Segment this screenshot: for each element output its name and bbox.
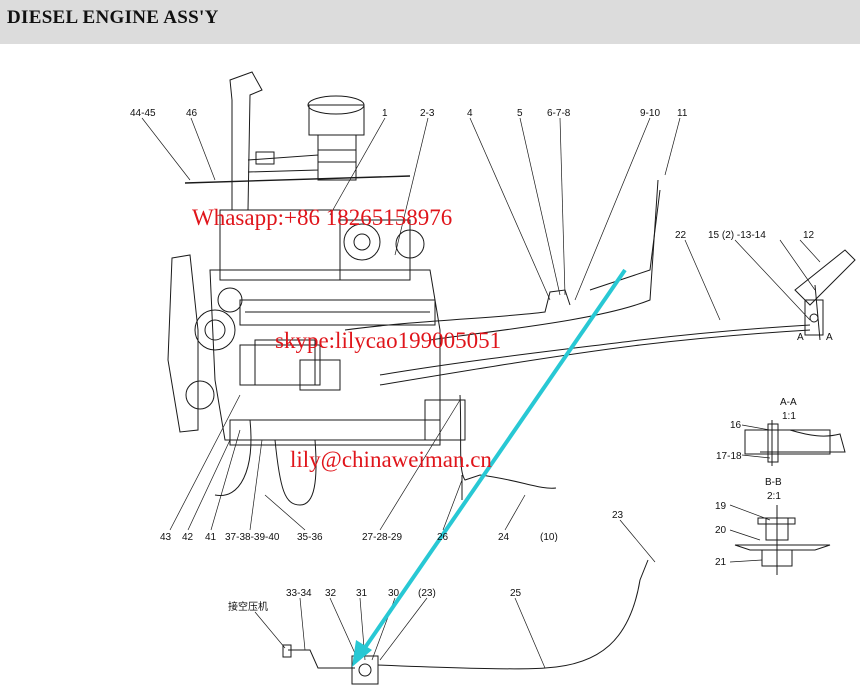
callout-1: 1 xyxy=(382,108,388,119)
callout-44-45: 44-45 xyxy=(130,108,156,119)
leader-lines xyxy=(141,117,821,669)
exhaust-pipe xyxy=(229,71,319,211)
callout-12: 12 xyxy=(803,230,815,241)
callout-32: 32 xyxy=(325,588,337,599)
callout-26: 26 xyxy=(437,532,449,543)
callout-17-18: 17-18 xyxy=(716,451,742,462)
page-header: DIESEL ENGINE ASS'Y xyxy=(0,0,860,44)
callout-41: 41 xyxy=(205,532,217,543)
compressor-label: 接空压机 xyxy=(228,600,268,613)
mark-a-left: A xyxy=(797,332,804,343)
callout-43: 43 xyxy=(160,532,172,543)
callout-27-29: 27-28-29 xyxy=(362,532,402,543)
fuel-injection-pump xyxy=(239,344,321,386)
callout-5: 5 xyxy=(517,108,523,119)
hose-left xyxy=(214,419,252,497)
section-aa-scale: 1:1 xyxy=(782,411,796,422)
watermark-whatsapp: Whasapp:+86 18265158976 xyxy=(192,205,453,230)
callout-24: 24 xyxy=(498,532,510,543)
section-bb-scale: 2:1 xyxy=(767,491,781,502)
callout-23-ref: (23) xyxy=(418,588,436,599)
watermark-skype: skype:lilycao199005051 xyxy=(275,328,502,353)
watermark-email: lily@chinaweiman.cn xyxy=(290,447,492,472)
callout-25: 25 xyxy=(510,588,522,599)
callout-16: 16 xyxy=(730,420,742,431)
callout-21: 21 xyxy=(715,557,727,568)
compressor-line xyxy=(288,649,355,669)
callout-35-36: 35-36 xyxy=(297,532,323,543)
callout-10-ref: (10) xyxy=(540,532,558,543)
engine-mount-bar xyxy=(184,175,411,184)
accelerator-pedal xyxy=(794,249,856,341)
callout-19: 19 xyxy=(715,501,727,512)
air-cleaner xyxy=(307,95,365,181)
callout-4: 4 xyxy=(467,108,473,119)
callout-42: 42 xyxy=(182,532,194,543)
callout-2-3: 2-3 xyxy=(420,108,435,119)
callout-6-7-8: 6-7-8 xyxy=(547,108,571,119)
callout-33-34: 33-34 xyxy=(286,588,312,599)
section-bb-title: B-B xyxy=(765,477,782,488)
mark-a-right: A xyxy=(826,332,833,343)
callout-31: 31 xyxy=(356,588,368,599)
pointer-arrow xyxy=(352,268,627,667)
callout-23: 23 xyxy=(612,510,624,521)
section-bb-detail xyxy=(734,505,831,575)
page-title: DIESEL ENGINE ASS'Y xyxy=(7,7,219,28)
callout-20: 20 xyxy=(715,525,727,536)
throttle-cable-22 xyxy=(379,324,811,376)
callout-9-10: 9-10 xyxy=(640,108,660,119)
callout-15-13-14: 15 (2) -13-14 xyxy=(708,230,766,241)
section-aa-title: A-A xyxy=(780,397,797,408)
callout-11: 11 xyxy=(677,108,688,119)
callout-46: 46 xyxy=(186,108,198,119)
section-aa-detail xyxy=(744,420,846,466)
callout-22: 22 xyxy=(675,230,687,241)
cooling-fan xyxy=(167,254,243,433)
callout-30: 30 xyxy=(388,588,400,599)
callout-37-40: 37-38-39-40 xyxy=(225,532,280,543)
